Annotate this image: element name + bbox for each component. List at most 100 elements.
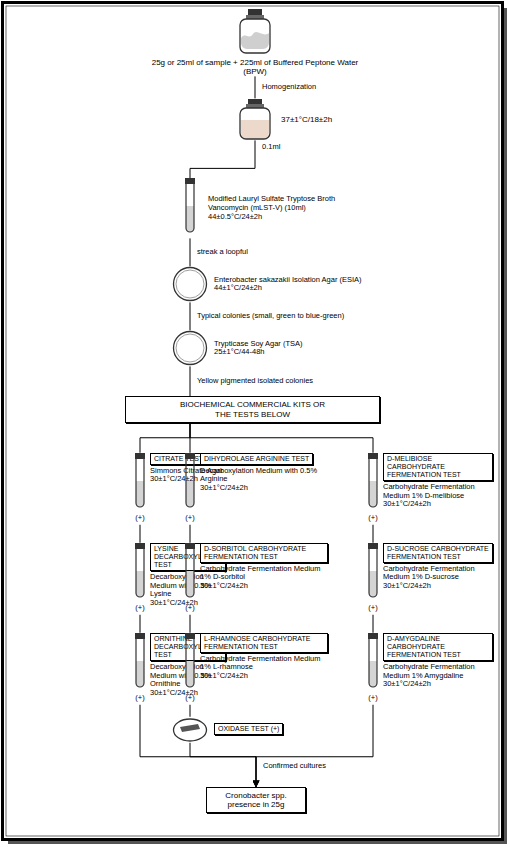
- flow-connector: [373, 525, 374, 543]
- flow-connector: [190, 525, 191, 543]
- text-column: Trypticase Soy Agar (TSA)25±1°C/44-48h: [214, 330, 382, 366]
- text-column: Enterobacter sakazakii Isolation Agar (E…: [214, 266, 382, 302]
- flow-connector: [190, 238, 191, 266]
- condition-text: 30±1°C/24±2h: [383, 680, 493, 689]
- step-text: Cronobacter spp. presence in 25g: [211, 791, 301, 809]
- flow-connector: [256, 705, 373, 787]
- condition-text: 30±1°C/24±2h: [200, 582, 328, 591]
- condition-text: 30±1°C/24±2h: [200, 672, 328, 681]
- result-sign: (+): [361, 604, 385, 613]
- test-step: L-RHAMNOSE CARBOHYDRATE FERMENTATION TES…: [178, 633, 328, 705]
- text-column: DIHYDROLASE ARGININE TEST Decarboxylation…: [200, 453, 328, 493]
- test-step: DIHYDROLASE ARGININE TEST Decarboxylation…: [178, 453, 328, 525]
- result-sign: (+): [128, 604, 152, 613]
- step-text: 25g or 25ml of sample + 225ml of Buffere…: [150, 58, 360, 76]
- condition-text: 30±1°C/24±2h: [200, 484, 328, 493]
- text-column: D-AMYGDALINE CARBOHYDRATE FERMENTATION T…: [383, 633, 493, 689]
- flow-connector: [140, 525, 141, 543]
- flow-connector: [190, 705, 191, 717]
- flow-connector: [255, 76, 256, 98]
- flow-connector: [190, 743, 256, 787]
- culture-step: 25g or 25ml of sample + 225ml of Buffere…: [150, 8, 360, 76]
- petri-plate-icon: [172, 266, 208, 302]
- title-wrap: DIHYDROLASE ARGININE TEST: [200, 453, 328, 467]
- frame-inner-line: [6, 6, 499, 836]
- text-column: L-RHAMNOSE CARBOHYDRATE FERMENTATION TES…: [200, 633, 328, 681]
- result-sign: (+): [128, 514, 152, 523]
- test-tube-icon: [178, 633, 202, 693]
- text-column: 37±1°C/18±2h: [281, 98, 365, 140]
- condition-text: 30±1°C/24±2h: [383, 500, 493, 509]
- title-wrap: D-MELIBIOSE CARBOHYDRATE FERMENTATION TE…: [383, 453, 493, 483]
- petri-plate-icon: [172, 330, 208, 366]
- text-column: D-SUCROSE CARBOHYDRATE FERMENTATION TEST…: [383, 543, 493, 591]
- edge-label: Yellow pigmented isolated colonies: [196, 377, 314, 386]
- step-text: BIOCHEMICAL COMMERCIAL KITS OR THE TESTS…: [178, 400, 328, 418]
- edge-label: Homogenization: [261, 83, 317, 92]
- culture-step: Enterobacter sakazakii Isolation Agar (E…: [172, 266, 382, 302]
- text-column: OXIDASE TEST (+): [214, 717, 322, 743]
- text-column: Modified Lauryl Sulfate Tryptose Broth V…: [208, 178, 356, 238]
- frame-border: [3, 3, 503, 840]
- condition-text: Carbohydrate Fermentation Medium 1% D-me…: [383, 483, 493, 500]
- flow-connector: [140, 615, 141, 633]
- test-tube-icon: [361, 633, 385, 693]
- petri-plate-icon: [172, 717, 208, 743]
- test-step: D-AMYGDALINE CARBOHYDRATE FERMENTATION T…: [361, 633, 493, 705]
- step-text: 37±1°C/18±2h: [281, 115, 332, 124]
- test-title: CITRATE TEST: [150, 453, 207, 465]
- condition-text: Carbohydrate Fermentation Medium 1% Amyg…: [383, 663, 493, 680]
- result-sign: (+): [178, 694, 202, 703]
- result-sign: (+): [361, 514, 385, 523]
- test-title: DIHYDROLASE ARGININE TEST: [200, 453, 313, 465]
- culture-step: Modified Lauryl Sulfate Tryptose Broth V…: [178, 178, 356, 238]
- jar-icon: [235, 8, 275, 54]
- test-tube-icon: [128, 543, 152, 603]
- culture-step: 37±1°C/18±2h: [235, 98, 365, 140]
- flow-connector: [190, 140, 255, 178]
- title-wrap: D-SORBITOL CARBOHYDRATE FERMENTATION TES…: [200, 543, 328, 565]
- flow-connector: [190, 302, 191, 330]
- test-tube-icon: [178, 453, 202, 513]
- condition-text: 44±0.5°C/24±2h: [208, 213, 262, 222]
- step-text: Enterobacter sakazakii Isolation Agar (E…: [214, 276, 362, 285]
- flow-connector: [373, 615, 374, 633]
- title-wrap: D-AMYGDALINE CARBOHYDRATE FERMENTATION T…: [383, 633, 493, 663]
- culture-step: Trypticase Soy Agar (TSA)25±1°C/44-48h: [172, 330, 382, 366]
- test-tube-icon: [361, 543, 385, 603]
- test-title: OXIDASE TEST (+): [214, 723, 283, 735]
- text-column: D-SORBITOL CARBOHYDRATE FERMENTATION TES…: [200, 543, 328, 591]
- text-column: Cronobacter spp. presence in 25g: [211, 791, 301, 809]
- test-title: D-SUCROSE CARBOHYDRATE FERMENTATION TEST: [383, 543, 493, 563]
- edge-label: streak a loopful: [196, 248, 249, 257]
- test-title: D-SORBITOL CARBOHYDRATE FERMENTATION TES…: [200, 543, 328, 563]
- flow-connector: [140, 705, 256, 787]
- condition-text: 25±1°C/44-48h: [214, 348, 264, 357]
- test-tube-icon: [178, 178, 202, 238]
- condition-text: 44±1°C/24±2h: [214, 284, 262, 293]
- culture-step: OXIDASE TEST (+): [172, 717, 322, 743]
- test-tube-icon: [178, 543, 202, 603]
- condition-text: Carbohydrate Fermentation Medium 1% D-so…: [200, 565, 328, 582]
- condition-text: Carbohydrate Fermentation Medium 1% L-rh…: [200, 655, 328, 672]
- result-sign: (+): [128, 694, 152, 703]
- test-step: D-SORBITOL CARBOHYDRATE FERMENTATION TES…: [178, 543, 328, 615]
- process-box: BIOCHEMICAL COMMERCIAL KITS OR THE TESTS…: [125, 396, 380, 422]
- test-title: D-MELIBIOSE CARBOHYDRATE FERMENTATION TE…: [383, 453, 493, 481]
- condition-text: Decarboxylation Medium with 0.5% Arginin…: [200, 467, 328, 484]
- result-sign: (+): [178, 514, 202, 523]
- step-text: Modified Lauryl Sulfate Tryptose Broth V…: [208, 195, 356, 212]
- result-sign: (+): [178, 604, 202, 613]
- process-box: Cronobacter spp. presence in 25g: [206, 787, 306, 813]
- test-step: D-MELIBIOSE CARBOHYDRATE FERMENTATION TE…: [361, 453, 493, 525]
- condition-text: Carbohydrate Fermentation Medium 1% D-su…: [383, 565, 493, 582]
- test-step: D-SUCROSE CARBOHYDRATE FERMENTATION TEST…: [361, 543, 493, 615]
- flow-connector: [190, 615, 191, 633]
- title-wrap: D-SUCROSE CARBOHYDRATE FERMENTATION TEST: [383, 543, 493, 565]
- edge-label: Confirmed cultures: [262, 762, 327, 771]
- condition-text: 30±1°C/24±2h: [383, 582, 493, 591]
- jar-icon: [235, 98, 275, 140]
- text-column: BIOCHEMICAL COMMERCIAL KITS OR THE TESTS…: [178, 400, 328, 418]
- text-column: 25g or 25ml of sample + 225ml of Buffere…: [150, 8, 360, 76]
